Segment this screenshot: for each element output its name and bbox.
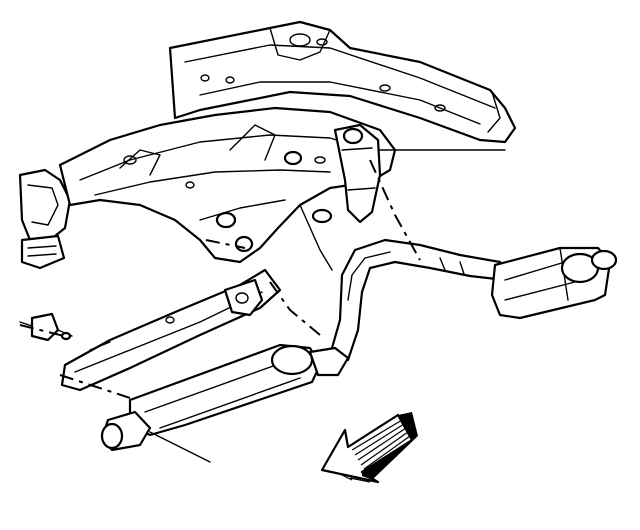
rear-muffler [490, 246, 618, 320]
intermediate-pipe [328, 238, 507, 362]
alignment-lines [19, 159, 421, 399]
exhaust-hanger [19, 312, 73, 342]
frame-rail-right [299, 149, 506, 271]
frame-rail-left [60, 235, 282, 392]
frame-crossmember [18, 20, 517, 270]
arrow-down-left-icon [320, 412, 418, 484]
front-exhaust-pipe [100, 410, 211, 463]
muffler [128, 343, 350, 437]
